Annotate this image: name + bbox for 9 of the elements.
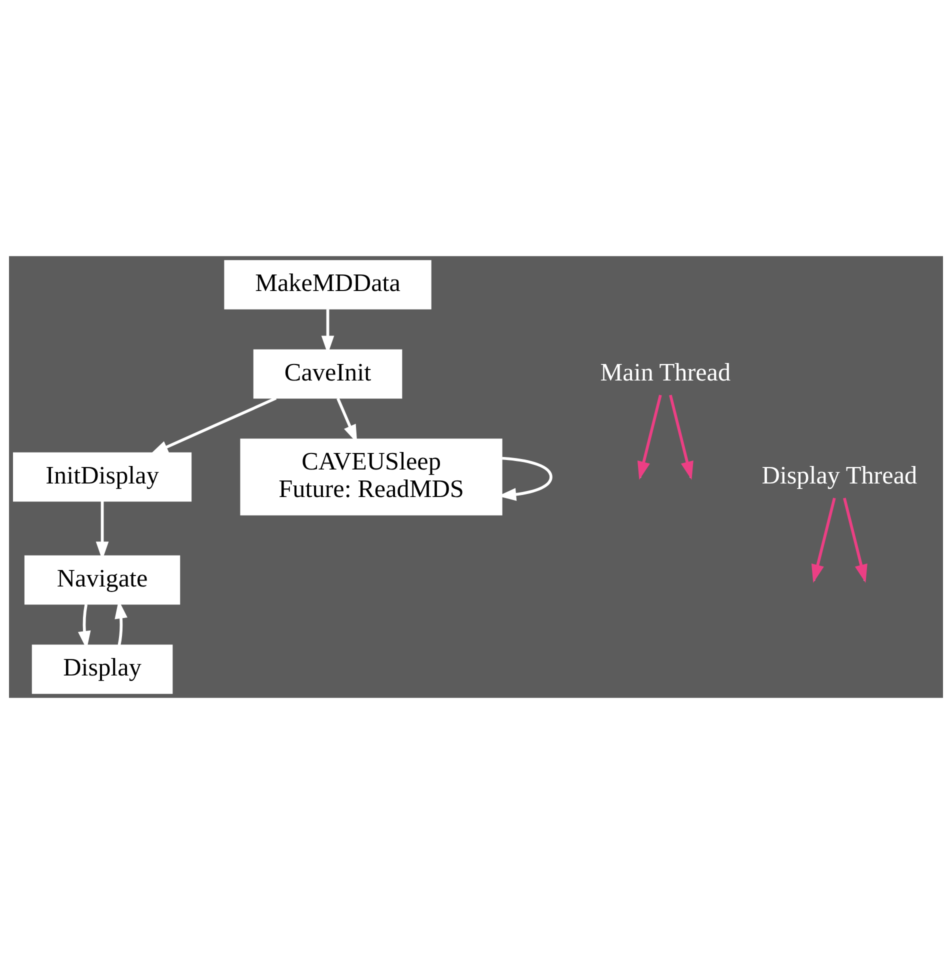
node-text: Display Thread xyxy=(761,462,917,489)
node-text: Main Thread xyxy=(600,358,730,386)
node-box: CAVEUSleep Future: ReadMDS xyxy=(240,438,502,515)
node-box: Navigate xyxy=(24,554,180,604)
node-box: MakeMDData xyxy=(224,260,431,309)
arrow xyxy=(149,396,276,454)
node-box: InitDisplay xyxy=(12,452,192,502)
node-box: CaveInit xyxy=(252,348,402,398)
node-box: Display xyxy=(31,644,172,694)
